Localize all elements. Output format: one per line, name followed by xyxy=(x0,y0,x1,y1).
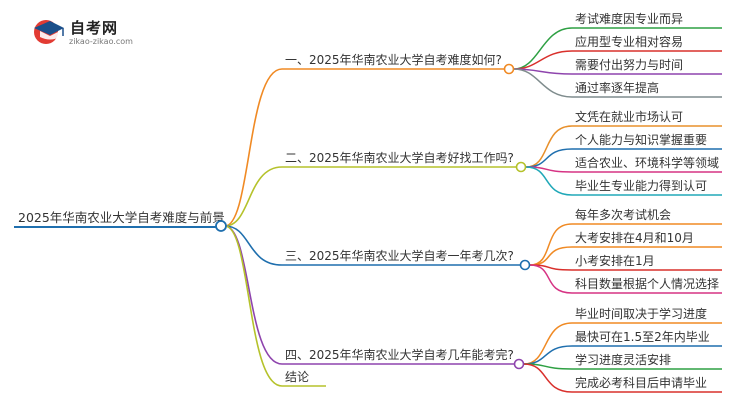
leaf-2-3-label: 适合农业、环境科学等领域 xyxy=(575,155,719,170)
leaf-connector xyxy=(523,322,573,365)
logo-title: 自考网 xyxy=(70,19,119,37)
leaf-2-2-label: 个人能力与知识掌握重要 xyxy=(575,132,707,147)
leaf-connector xyxy=(525,125,573,168)
leaf-connector xyxy=(525,148,573,168)
leaf-3-3-label: 小考安排在1月 xyxy=(575,253,655,268)
site-logo[interactable]: 自考网 zikao-zikao.com xyxy=(30,16,150,52)
leaf-connector xyxy=(529,223,573,266)
leaf-connector xyxy=(529,264,573,294)
leaf-1-1-label: 考试难度因专业而异 xyxy=(575,11,683,26)
leaf-4-4-label: 完成必考科目后申请毕业 xyxy=(575,375,707,390)
leaf-connector xyxy=(529,246,573,266)
leaf-connector xyxy=(513,68,573,98)
branch-4-label: 四、2025年华南农业大学自考几年能考完? xyxy=(285,347,514,362)
branch-connector xyxy=(224,166,283,227)
graduation-cap-icon xyxy=(34,20,64,44)
leaf-connector xyxy=(523,345,573,365)
root-node xyxy=(215,220,227,232)
leaf-2-1-label: 文凭在就业市场认可 xyxy=(575,109,683,124)
branch-1-node xyxy=(503,63,515,75)
leaf-4-2-label: 最快可在1.5至2年内毕业 xyxy=(575,330,710,344)
branch-2-label: 二、2025年华南农业大学自考好找工作吗? xyxy=(285,150,514,165)
branch-1-label: 一、2025年华南农业大学自考难度如何? xyxy=(285,52,502,67)
leaf-1-4-label: 通过率逐年提高 xyxy=(575,80,659,95)
leaf-connector xyxy=(513,27,573,70)
branch-2-node xyxy=(515,161,527,173)
leaf-connector xyxy=(525,166,573,196)
branch-connector xyxy=(224,225,283,266)
logo-subtitle: zikao-zikao.com xyxy=(69,37,133,46)
leaf-3-2-label: 大考安排在4月和10月 xyxy=(575,230,694,245)
leaf-1-3-label: 需要付出努力与时间 xyxy=(575,57,683,72)
branch-connector xyxy=(224,225,283,365)
leaf-1-2-label: 应用型专业相对容易 xyxy=(575,34,683,49)
branch-5-label: 结论 xyxy=(285,370,309,384)
branch-4-node xyxy=(513,358,525,370)
leaf-2-4-label: 毕业生专业能力得到认可 xyxy=(575,178,707,193)
branch-connector xyxy=(224,225,283,387)
root-node-label: 2025年华南农业大学自考难度与前景 xyxy=(18,210,225,225)
leaf-4-1-label: 毕业时间取决于学习进度 xyxy=(575,306,707,321)
branch-3-label: 三、2025年华南农业大学自考一年考几次? xyxy=(285,248,514,263)
leaf-3-1-label: 每年多次考试机会 xyxy=(575,207,671,222)
branch-3-node xyxy=(519,259,531,271)
leaf-3-4-label: 科目数量根据个人情况选择 xyxy=(575,276,719,291)
branch-connector xyxy=(224,68,283,227)
leaf-connector xyxy=(523,363,573,393)
leaf-4-3-label: 学习进度灵活安排 xyxy=(575,352,671,367)
